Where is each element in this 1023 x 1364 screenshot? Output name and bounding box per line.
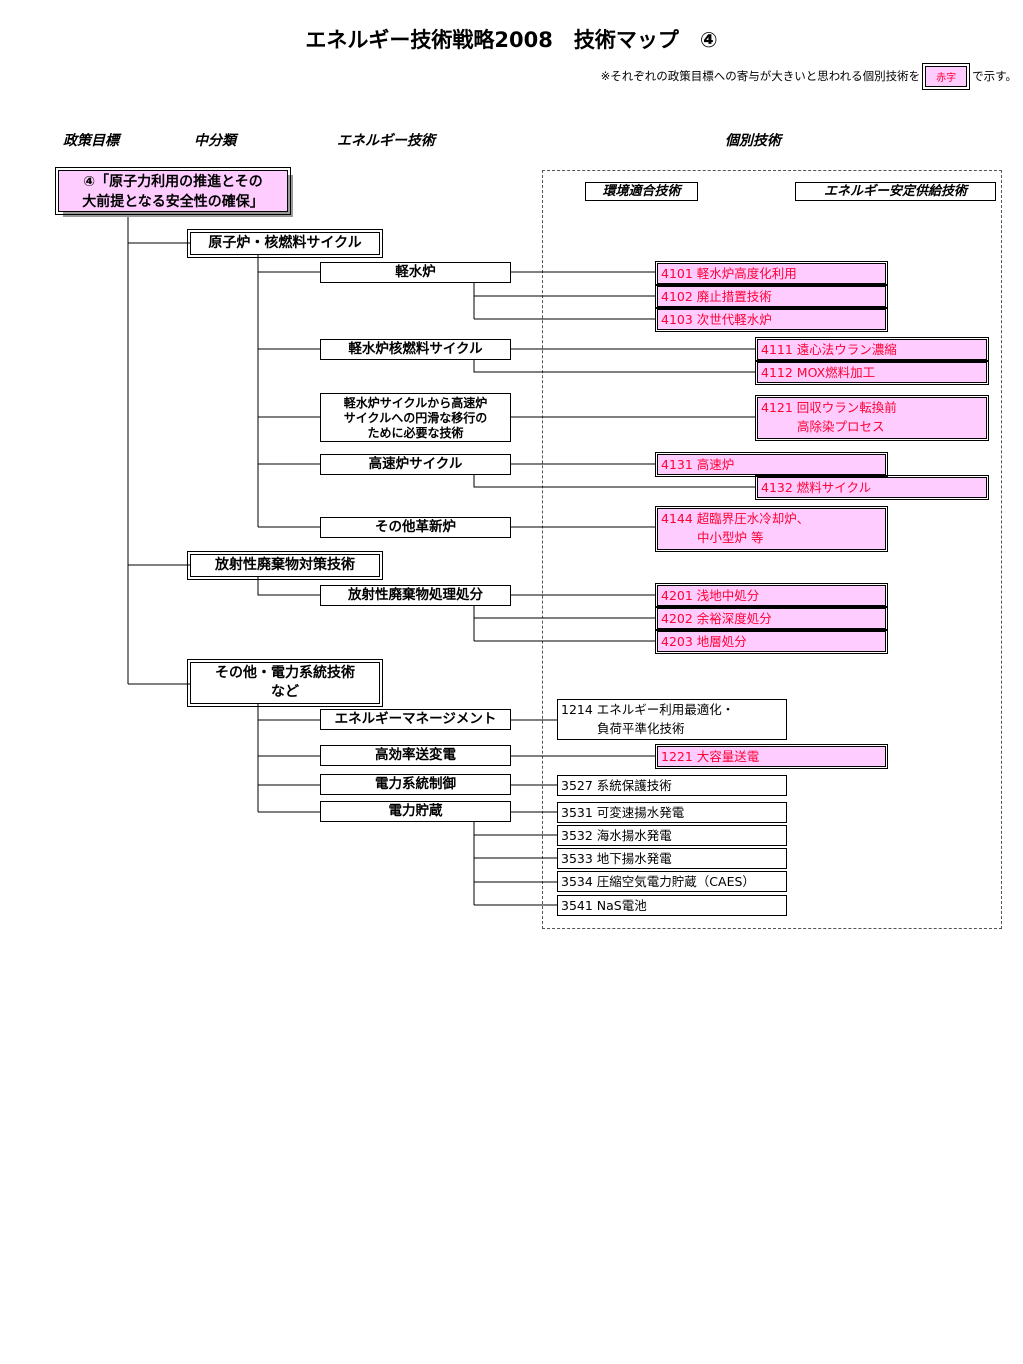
column-header-individual: 個別技術 — [725, 133, 781, 149]
tech-3527: 3527 系統保護技術 — [557, 775, 787, 796]
tech-4121-line2: 高除染プロセス — [797, 419, 885, 434]
tech-4101: 4101 軽水炉高度化利用 — [655, 261, 888, 286]
tech-3532: 3532 海水揚水発電 — [557, 825, 787, 846]
tech-3534: 3534 圧縮空気電力貯蔵（CAES） — [557, 871, 787, 892]
legend-note-after: で示す。 — [972, 69, 1017, 83]
tech-4144-line2: 中小型炉 等 — [697, 530, 764, 545]
sub-header-supply: エネルギー安定供給技術 — [795, 182, 996, 201]
energy-tech-transition-line1: 軽水炉サイクルから高速炉 — [343, 396, 488, 410]
tech-3531: 3531 可変速揚水発電 — [557, 802, 787, 823]
energy-tech-transition: 軽水炉サイクルから高速炉 サイクルへの円滑な移行の ために必要な技術 — [320, 393, 511, 442]
column-header-energy-tech: エネルギー技術 — [337, 133, 435, 149]
energy-tech-grid-control: 電力系統制御 — [320, 774, 511, 795]
policy-goal-line2: 大前提となる安全性の確保」 — [82, 194, 264, 210]
tech-4121-line1: 4121 回収ウラン転換前 — [761, 400, 897, 415]
policy-goal-box: ④「原子力利用の推進とその 大前提となる安全性の確保」 — [55, 167, 291, 215]
tech-4111: 4111 遠心法ウラン濃縮 — [755, 337, 989, 362]
energy-tech-lwr-fuel-cycle: 軽水炉核燃料サイクル — [320, 339, 511, 360]
energy-tech-fbr-cycle: 高速炉サイクル — [320, 454, 511, 475]
sub-header-environment: 環境適合技術 — [585, 182, 698, 201]
middle-category-waste: 放射性廃棄物対策技術 — [187, 551, 383, 580]
tech-4202: 4202 余裕深度処分 — [655, 606, 888, 631]
middle-category-other-grid-line1: その他・電力系統技術 — [215, 665, 355, 681]
tech-4203: 4203 地層処分 — [655, 629, 888, 654]
tech-4201: 4201 浅地中処分 — [655, 583, 888, 608]
tech-4144: 4144 超臨界圧水冷却炉、 中小型炉 等 — [655, 506, 888, 552]
energy-tech-other-reactor: その他革新炉 — [320, 517, 511, 538]
energy-tech-transmission: 高効率送変電 — [320, 745, 511, 766]
policy-goal-line1: ④「原子力利用の推進とその — [83, 174, 263, 190]
tech-4103: 4103 次世代軽水炉 — [655, 307, 888, 332]
tech-1214-line1: 1214 エネルギー利用最適化・ — [561, 702, 735, 717]
tech-1214: 1214 エネルギー利用最適化・ 負荷平準化技術 — [557, 699, 787, 740]
legend-note: ※それぞれの政策目標への寄与が大きいと思われる個別技術を赤字で示す。 — [600, 63, 1017, 90]
tech-4131: 4131 高速炉 — [655, 452, 888, 477]
energy-tech-transition-line3: ために必要な技術 — [367, 426, 464, 440]
tech-3533: 3533 地下揚水発電 — [557, 848, 787, 869]
legend-note-before: ※それぞれの政策目標への寄与が大きいと思われる個別技術を — [600, 69, 921, 83]
individual-tech-panel — [542, 170, 1002, 929]
energy-tech-storage: 電力貯蔵 — [320, 801, 511, 822]
middle-category-reactor: 原子炉・核燃料サイクル — [187, 229, 383, 258]
tech-1221: 1221 大容量送電 — [655, 744, 888, 769]
tech-3541: 3541 NaS電池 — [557, 895, 787, 916]
energy-tech-waste-disposal: 放射性廃棄物処理処分 — [320, 585, 511, 606]
middle-category-other-grid: その他・電力系統技術 など — [187, 659, 383, 707]
energy-tech-lwr: 軽水炉 — [320, 262, 511, 283]
legend-red-badge: 赤字 — [922, 63, 971, 90]
middle-category-other-grid-line2: など — [271, 684, 299, 700]
tech-4121: 4121 回収ウラン転換前 高除染プロセス — [755, 395, 989, 441]
tech-4144-line1: 4144 超臨界圧水冷却炉、 — [661, 511, 810, 526]
tech-4112: 4112 MOX燃料加工 — [755, 360, 989, 385]
tech-4102: 4102 廃止措置技術 — [655, 284, 888, 309]
tech-4132: 4132 燃料サイクル — [755, 475, 989, 500]
column-header-policy: 政策目標 — [63, 133, 119, 149]
energy-tech-transition-line2: サイクルへの円滑な移行の — [343, 411, 488, 425]
page-title: エネルギー技術戦略2008 技術マップ ④ — [305, 28, 718, 52]
column-header-middle: 中分類 — [194, 133, 236, 149]
tech-1214-line2: 負荷平準化技術 — [597, 721, 685, 736]
energy-tech-energy-management: エネルギーマネージメント — [320, 709, 511, 730]
